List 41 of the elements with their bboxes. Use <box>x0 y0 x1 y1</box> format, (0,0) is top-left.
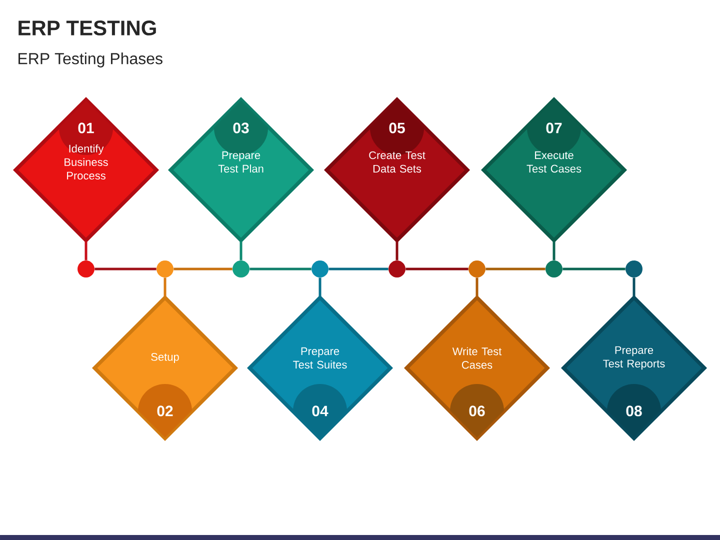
timeline-dot <box>312 260 328 278</box>
connector-line <box>396 241 398 260</box>
step-label: Setup <box>151 353 179 363</box>
connector-line <box>406 268 468 270</box>
timeline-dot <box>626 260 642 278</box>
step-label: Create Test Data Sets <box>369 151 426 173</box>
connector-line <box>632 278 636 297</box>
title: ERP TESTING <box>18 20 156 36</box>
connector-line <box>486 268 546 270</box>
connector-line <box>552 241 556 260</box>
step-label: Execute Test Cases <box>526 151 582 173</box>
step-label: Prepare Test Reports <box>603 346 665 370</box>
connector-line <box>84 241 88 260</box>
step-label: Prepare Test Suites <box>293 347 347 369</box>
connector-line <box>250 268 312 270</box>
step-label: Write Test Cases <box>452 347 502 369</box>
step-number: 05 <box>389 122 405 134</box>
connector-line <box>164 278 166 297</box>
timeline-dot <box>546 260 562 278</box>
step-number: 04 <box>312 406 328 416</box>
step-number: 06 <box>469 406 485 416</box>
connector-line <box>94 268 156 270</box>
connector-line <box>476 278 478 297</box>
step-number: 01 <box>78 122 94 134</box>
timeline-dot <box>232 260 250 278</box>
step-label: Identify Business Process <box>64 144 108 180</box>
step-number: 08 <box>626 406 642 416</box>
step-label: Prepare Test Plan <box>218 151 264 173</box>
timeline-dot <box>468 260 486 278</box>
step-number: 03 <box>233 122 249 134</box>
connector-line <box>240 241 242 260</box>
subtitle: ERP Testing Phases <box>18 52 162 68</box>
connector-line <box>318 278 322 297</box>
timeline-dot <box>388 260 406 278</box>
connector-line <box>562 268 626 270</box>
timeline-dot <box>78 260 94 278</box>
connector-line <box>328 268 388 270</box>
step-number: 07 <box>546 122 562 134</box>
step-number: 02 <box>157 406 173 416</box>
connector-line <box>174 268 232 270</box>
timeline-dot <box>156 260 174 278</box>
